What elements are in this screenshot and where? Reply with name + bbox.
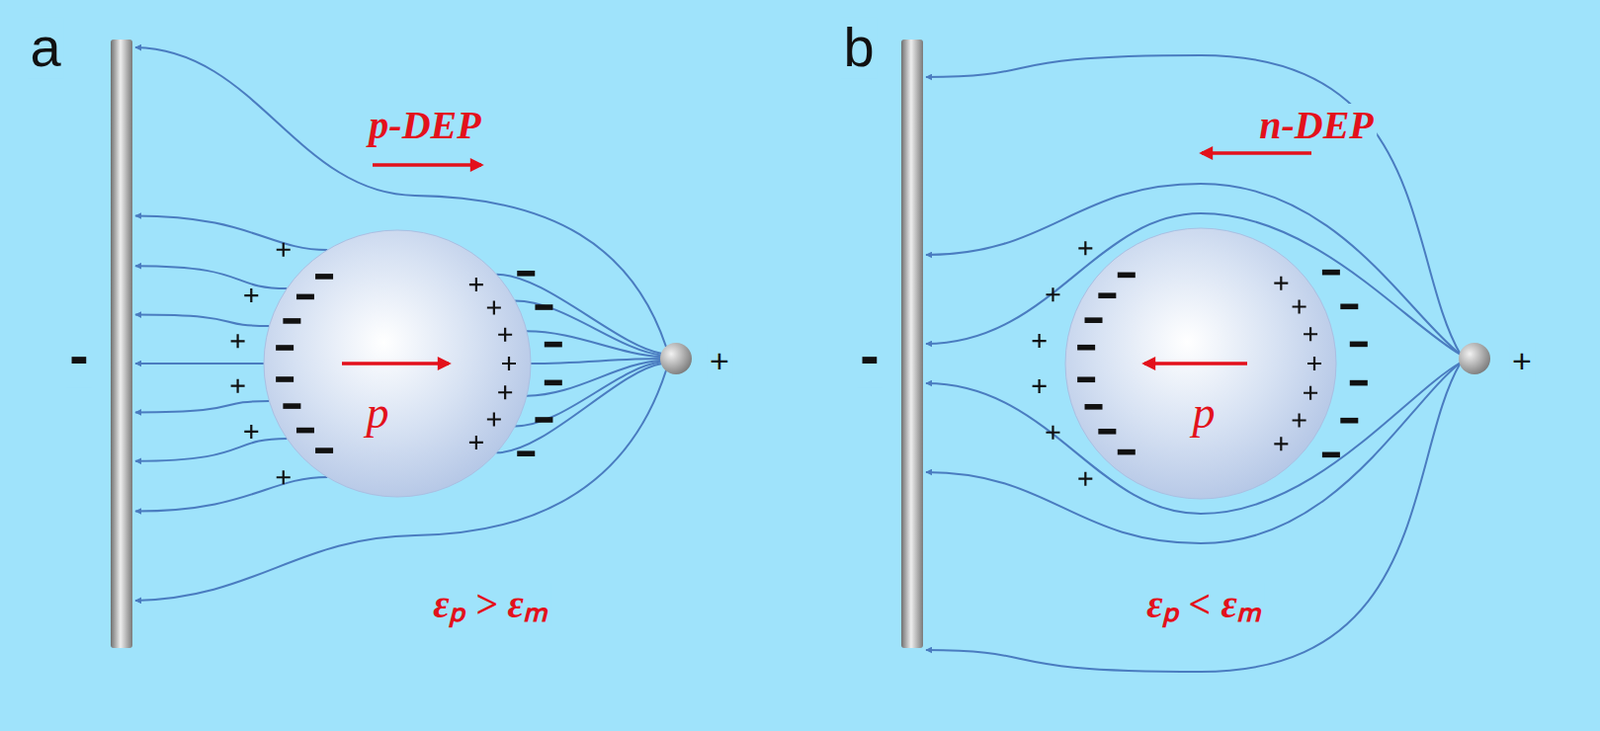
- charge-plus: [1078, 241, 1093, 255]
- particle-sphere: p: [263, 230, 531, 498]
- electrode-polarity: -: [66, 324, 91, 388]
- charge-plus: [1078, 472, 1093, 487]
- charge-minus: [1349, 341, 1368, 348]
- charge-minus: [516, 270, 535, 277]
- permittivity-relation: εₚ > εₘ: [429, 583, 551, 627]
- field-line: [526, 331, 663, 357]
- charge-minus: [1322, 452, 1341, 459]
- field-line: [135, 315, 269, 327]
- charge-plus: [1045, 425, 1060, 440]
- dipole-arrow: [341, 361, 449, 366]
- charge-minus: [534, 304, 553, 311]
- charge-plus: [1303, 327, 1318, 341]
- charge-minus: [1097, 292, 1116, 299]
- field-lines: [135, 47, 1461, 673]
- dep-label: n-DEP: [1256, 103, 1377, 148]
- charge-minus: [1085, 404, 1103, 411]
- charge-plus: [1032, 334, 1047, 348]
- charge-minus: [296, 427, 315, 434]
- field-line: [135, 265, 287, 289]
- charge-plus: [276, 470, 291, 485]
- charge-plus: [1292, 300, 1307, 315]
- charge-plus: [502, 356, 516, 371]
- charge-plus: [1273, 276, 1288, 291]
- charge-plus: [487, 413, 502, 427]
- charge-plus: [469, 435, 484, 450]
- charge-minus: [1097, 428, 1116, 435]
- field-line: [135, 216, 328, 252]
- charge-plus: [231, 334, 246, 348]
- dipole-label: p: [366, 388, 390, 439]
- charge-minus: [1117, 272, 1136, 279]
- charge-minus: [296, 294, 315, 301]
- charge-minus: [1077, 344, 1095, 351]
- field-line: [514, 301, 663, 356]
- charge-plus: [231, 379, 246, 394]
- dipole-arrow: [1144, 361, 1248, 366]
- inner-charges: [1077, 272, 1322, 456]
- charge-minus: [275, 344, 294, 351]
- inner-charges: [275, 273, 516, 454]
- charge-minus: [282, 403, 301, 410]
- charge-plus: [1045, 287, 1060, 302]
- charge-minus: [544, 341, 563, 348]
- point-electrode: [1458, 342, 1491, 375]
- plate-electrode: [901, 39, 924, 649]
- permittivity-relation: εₚ < εₘ: [1143, 583, 1264, 627]
- charge-minus: [516, 450, 535, 457]
- field-line: [926, 362, 1461, 673]
- charge-plus: [487, 301, 502, 316]
- electrode-polarity: +: [706, 342, 733, 380]
- electrode-polarity: +: [1509, 342, 1535, 380]
- charge-minus: [275, 376, 294, 383]
- charge-plus: [469, 277, 484, 292]
- charge-plus: [498, 385, 512, 400]
- dep-label: p-DEP: [365, 103, 484, 148]
- charge-minus: [1340, 304, 1358, 311]
- charge-plus: [244, 288, 258, 303]
- charge-plus: [1292, 414, 1307, 428]
- charge-minus: [315, 447, 334, 454]
- charge-minus: [1085, 317, 1103, 324]
- charge-plus: [1273, 436, 1288, 451]
- field-line: [135, 438, 287, 462]
- charge-minus: [282, 318, 301, 325]
- dep-force-arrow: [372, 163, 482, 168]
- point-electrode: [660, 342, 692, 375]
- electrode-polarity: -: [856, 324, 882, 388]
- sphere-shape: [263, 230, 531, 498]
- charge-plus: [244, 424, 258, 439]
- charge-plus: [498, 328, 512, 342]
- charge-minus: [315, 273, 334, 280]
- field-line: [135, 362, 264, 365]
- field-line: [135, 401, 269, 413]
- charge-minus: [1340, 418, 1358, 424]
- charge-minus: [1117, 449, 1136, 456]
- charge-minus: [1349, 380, 1368, 387]
- charge-minus: [544, 380, 563, 387]
- sphere-shape: [1065, 228, 1337, 500]
- charge-plus: [276, 243, 291, 257]
- field-line: [526, 360, 663, 397]
- panel-letter: a: [26, 16, 64, 79]
- charge-plus: [1307, 356, 1322, 371]
- charge-plus: [1303, 386, 1318, 401]
- field-line: [135, 477, 328, 512]
- plate-electrode: [110, 39, 133, 649]
- panel-letter: b: [840, 16, 877, 79]
- charge-minus: [534, 417, 553, 423]
- sphere-outline: [1065, 228, 1337, 500]
- dep-force-arrow: [1201, 151, 1312, 156]
- charge-minus: [1322, 269, 1341, 276]
- dipole-label: p: [1192, 388, 1216, 439]
- particle-sphere: p: [1065, 228, 1337, 500]
- charge-plus: [1032, 379, 1047, 394]
- sphere-outline: [263, 230, 531, 498]
- charge-minus: [1077, 376, 1095, 383]
